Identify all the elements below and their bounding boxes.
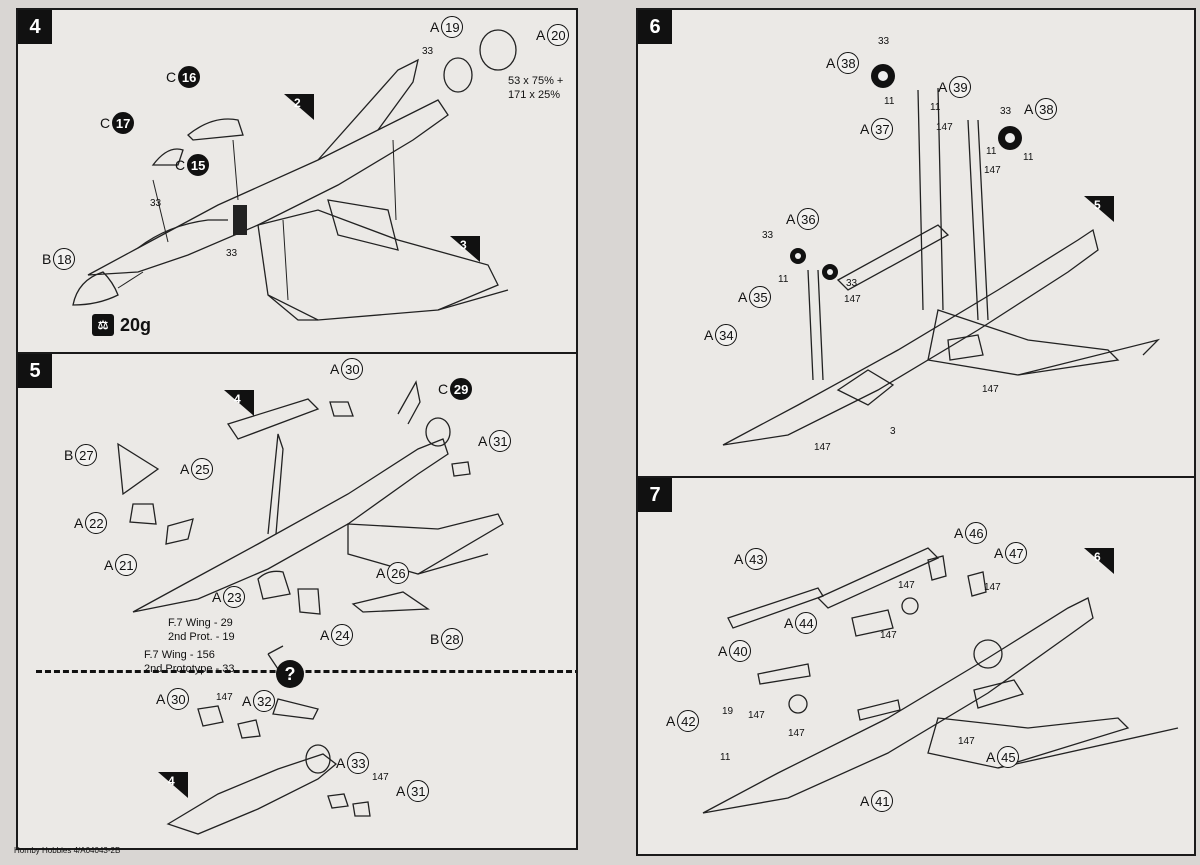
- paint-ref: 3: [890, 426, 896, 437]
- footer-code: Hornby Hobbies 4/A04043-2B: [14, 846, 121, 855]
- substep-4-alt-marker: [158, 772, 188, 798]
- substep-2-label: 2: [294, 96, 301, 110]
- substep-6-marker: [1084, 548, 1114, 574]
- substep-3-label: 3: [460, 238, 467, 252]
- paint-ref: 33: [878, 36, 890, 47]
- substep-2-marker: [284, 94, 314, 120]
- weight-label: 20g: [120, 314, 152, 335]
- paint-ref: 147: [984, 582, 1001, 593]
- paint-ref: 11: [1023, 152, 1034, 163]
- paint-ref: 33: [226, 248, 238, 259]
- step-number: 7: [638, 478, 672, 512]
- substep-6-label: 6: [1094, 550, 1101, 564]
- step-number: 4: [18, 10, 52, 44]
- variant-note-2: F.7 Wing - 156 2nd Prototype - 33: [144, 649, 235, 675]
- paint-ref: 11: [884, 96, 895, 107]
- paint-ref: 147: [814, 442, 831, 453]
- alternate-divider: [36, 670, 576, 673]
- paint-ref: 11: [778, 274, 789, 285]
- weight-icon: ⚖: [92, 314, 114, 336]
- paint-ref: 147: [216, 692, 233, 703]
- paint-ref: 147: [898, 580, 915, 591]
- substep-4-marker: [224, 390, 254, 416]
- paint-ref: 33: [150, 198, 162, 209]
- paint-ref: 147: [984, 165, 1001, 176]
- substep-3-marker: [450, 236, 480, 262]
- question-icon: ?: [276, 660, 304, 688]
- paint-ref: 147: [982, 384, 999, 395]
- variant-note-1: F.7 Wing - 29 2nd Prot. - 19: [168, 617, 235, 643]
- paint-mix-note: 53 x 75% + 171 x 25%: [508, 75, 564, 101]
- step-5-aircraft-drawing: [117, 380, 504, 835]
- step-7-aircraft-drawing: [702, 547, 1179, 814]
- substep-4-alt-label: 4: [168, 774, 175, 788]
- paint-ref: 33: [846, 278, 858, 289]
- paint-ref: 147: [844, 294, 861, 305]
- paint-ref: 11: [986, 146, 997, 157]
- step-5-panel: 5: [16, 352, 578, 850]
- step-number: 6: [638, 10, 672, 44]
- paint-ref: 33: [1000, 106, 1012, 117]
- paint-ref: 33: [762, 230, 774, 241]
- paint-ref: 147: [958, 736, 975, 747]
- paint-ref: 11: [930, 102, 941, 113]
- paint-ref: 147: [372, 772, 389, 783]
- paint-ref: 147: [880, 630, 897, 641]
- nose-weight: ⚖ 20g: [92, 314, 151, 336]
- substep-5-marker: [1084, 196, 1114, 222]
- paint-ref: 147: [748, 710, 765, 721]
- substep-5-label: 5: [1094, 198, 1101, 212]
- paint-ref: 33: [422, 46, 434, 57]
- step-number: 5: [18, 354, 52, 388]
- step-6-aircraft-drawing: [722, 64, 1161, 446]
- paint-ref: 11: [720, 752, 731, 763]
- substep-4-label: 4: [234, 392, 241, 406]
- step-4-panel: 4: [16, 8, 578, 356]
- paint-ref: 19: [722, 706, 734, 717]
- paint-ref: 147: [788, 728, 805, 739]
- paint-ref: 147: [936, 122, 953, 133]
- step-4-aircraft-drawing: [72, 29, 517, 321]
